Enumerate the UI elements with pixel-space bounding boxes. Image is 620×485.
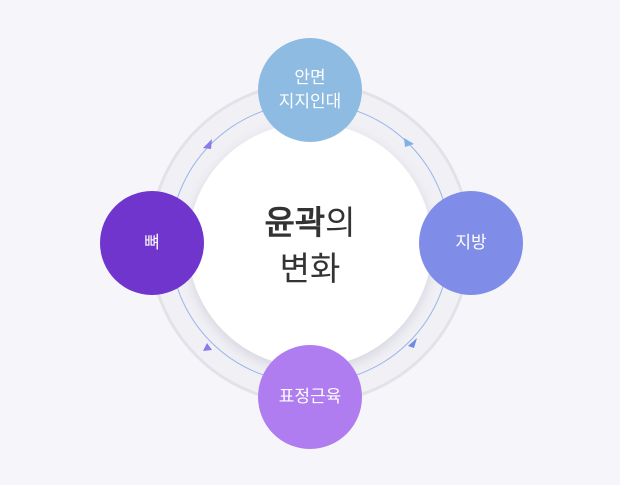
inner-circle [188,123,432,367]
arrow-icon-bottom-left [203,343,212,351]
title-rest: 의 [325,203,356,242]
arrow-icon-top-left [203,139,212,149]
node-bone: 뼈 [100,191,204,295]
center-title: 윤곽의 변화 [210,200,410,292]
node-ligament: 안면 지지인대 [258,38,362,142]
arrow-icon-bottom-right [408,338,417,348]
title-line2: 변화 [279,249,341,288]
title-bold: 윤곽 [264,203,326,242]
node-muscle: 표정근육 [258,345,362,449]
node-fat: 지방 [419,191,523,295]
arrow-icon-top-right [404,138,414,147]
